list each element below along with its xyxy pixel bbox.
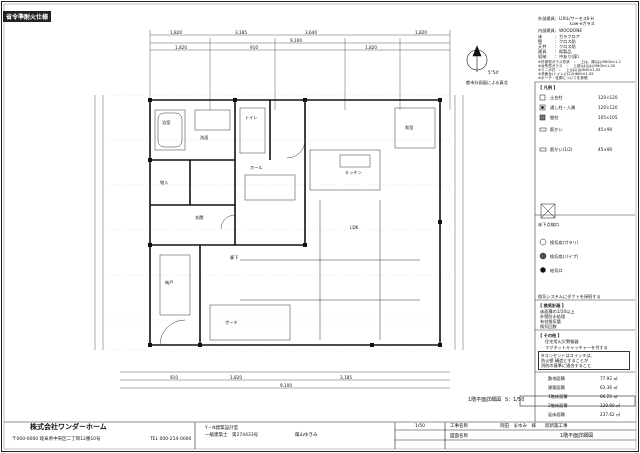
room-label: 和室 [405, 125, 414, 130]
spec-line: 建具 ：既製品 [538, 49, 572, 54]
area-label: 1階床面積 [548, 394, 568, 399]
other-title: 【 その他 】 [538, 333, 562, 338]
area-value: 129.60 ㎡ [600, 403, 621, 408]
area-label: 敷地面積 [548, 376, 565, 381]
room-label: ポーチ [225, 320, 238, 325]
legend-item-name: 筋かい(1/2) [550, 147, 573, 152]
area-value: 63.36 ㎡ [600, 385, 618, 390]
drainage-line: 有効換気量 [540, 319, 561, 324]
other-line: 住宅用火災警報器 [545, 339, 579, 344]
room-label: 洗面 [200, 135, 209, 140]
designer-registration: 一級建築士 第274433号 [205, 433, 259, 438]
drainage-line: 換気回数 [540, 324, 557, 329]
other-box-note: 消防の基準に適合すること [541, 363, 592, 368]
spec-line: 天井 ：クロス貼 [538, 44, 576, 49]
drainage-line: 床面積の1/20以上 [540, 309, 575, 314]
spec-line: 床 ：カラフロア [538, 34, 580, 39]
area-value: 77.92 ㎡ [600, 376, 618, 381]
plan-scale: S：1/50 [505, 397, 525, 403]
spec-line: 収納 ：中あり(扉) [538, 54, 579, 59]
spec-exterior: 外部建具：LIXIL/サーモスⅡ-H [538, 16, 594, 21]
legend-item-spec: 45×90 [598, 127, 613, 132]
spec-note: ※外部窓ガラス形状 ： 上は、厚(は)/H600×1.2 [538, 60, 621, 64]
legend-item-name: 換気扇(ガラリ) [550, 240, 579, 245]
room-label: 廊下 [230, 255, 239, 260]
vent-note: 換気システムにダクトを接続する [538, 294, 601, 299]
spec-note: ※台所窓ガラス ： 上部(は)(は)/H600×1.05 [538, 64, 616, 68]
other-note-box [538, 351, 630, 370]
project-label: 工事名称 [450, 424, 468, 429]
room-label: キッチン [345, 170, 362, 175]
other-line: マグネットキャッチャーを付する [545, 345, 608, 350]
dim-top-1: 1,820 [170, 30, 182, 35]
project-name: 岡田 まゆみ 様 邸新築工事 [500, 424, 568, 429]
plan-title: 1階平面詳細図 [468, 397, 502, 403]
room-label: 玄関 [195, 215, 204, 220]
north-angle: 5°54' [488, 70, 500, 75]
room-label: 物入 [160, 180, 169, 185]
dim-top-3: 3,640 [305, 30, 317, 35]
drawing-label: 図面名称 [450, 434, 468, 439]
dim-bottom-2: 910 [170, 375, 178, 380]
dim-top2-3: 910 [250, 45, 258, 50]
dim-top-2: 3,185 [235, 30, 247, 35]
designer-person: 篠山ゆきみ [295, 433, 318, 438]
legend-item-name: 通し柱・入隅 [550, 105, 576, 110]
designer-office: Y・N建築設計室 [205, 426, 239, 431]
legend-title: 【 凡例 】 [538, 85, 558, 90]
room-label: ホール [250, 165, 263, 170]
dim-top2-2: 1,820 [175, 45, 187, 50]
company-address: 〒000-0000 岐阜県中央区二丁目12番10号 [12, 437, 101, 442]
legend-item-name: 床下点検口 [538, 222, 559, 227]
legend-item-name: 換気扇(パイプ) [550, 254, 579, 259]
legend-item-name: 土台柱 [550, 95, 563, 100]
company-tel: TEL 000-214-0000 [150, 437, 192, 442]
legend-item-spec: 120×120 [598, 95, 618, 100]
room-label: LDK [350, 225, 359, 230]
legend-item-name: 筋かい [550, 127, 563, 132]
dim-bottom-4: 3,185 [340, 375, 352, 380]
dim-top2-4: 1,820 [365, 45, 377, 50]
legend-item-spec: 120×120 [598, 105, 618, 110]
room-label: 納戸 [165, 280, 174, 285]
company-name: 株式会社ワンダーホーム [30, 423, 107, 431]
sheet-tag: 省令準耐火仕様 [3, 11, 52, 22]
legend-item-name: 間柱 [550, 115, 559, 120]
legend-item-spec: 105×105 [598, 115, 618, 120]
spec-note: ※ポーチ・柱脚についてを参照 [538, 76, 588, 80]
area-value: 66.25 ㎡ [600, 394, 618, 399]
spec-interior: 内部建具：WOODONE [538, 28, 582, 33]
area-label: 延床面積 [548, 412, 565, 417]
other-box-note: ※コンセントはスイッチは、 [541, 353, 595, 358]
spec-exterior-glass: Low-eガラス [570, 21, 595, 26]
dim-top2-1: 9,100 [290, 38, 302, 43]
legend-item-spec: 45×90 [598, 147, 613, 152]
area-label: 2階床面積 [548, 403, 568, 408]
drawing-name: 1階平面詳細図 [560, 433, 594, 439]
spec-note: ※ミニポ式 ： 上(は)(は)600×1.05 [538, 68, 601, 72]
page-number: 1/50 [415, 424, 426, 429]
dim-bottom-3: 1,820 [230, 375, 242, 380]
other-box-note: 防火壁 構造とすることが [541, 358, 589, 363]
room-label: 浴室 [162, 120, 171, 125]
room-label: トイレ [245, 115, 258, 120]
legend-item-name: 給気口 [550, 268, 563, 273]
dim-bottom-1: 9,100 [280, 383, 292, 388]
spec-line: 壁 ：クロス貼 [538, 39, 576, 44]
spec-note: ※洗面台(トイレ)(ロ)/H600×1.05 [538, 72, 594, 76]
area-value: 237.62 ㎡ [600, 412, 621, 417]
drainage-title: 【 換気計画 】 [538, 303, 567, 308]
drainage-line: 外壁防水処理 [540, 314, 566, 319]
north-note: 都市計画図による真北 [466, 80, 508, 85]
area-label: 建築面積 [548, 385, 565, 390]
dim-top-4: 1,820 [415, 30, 427, 35]
